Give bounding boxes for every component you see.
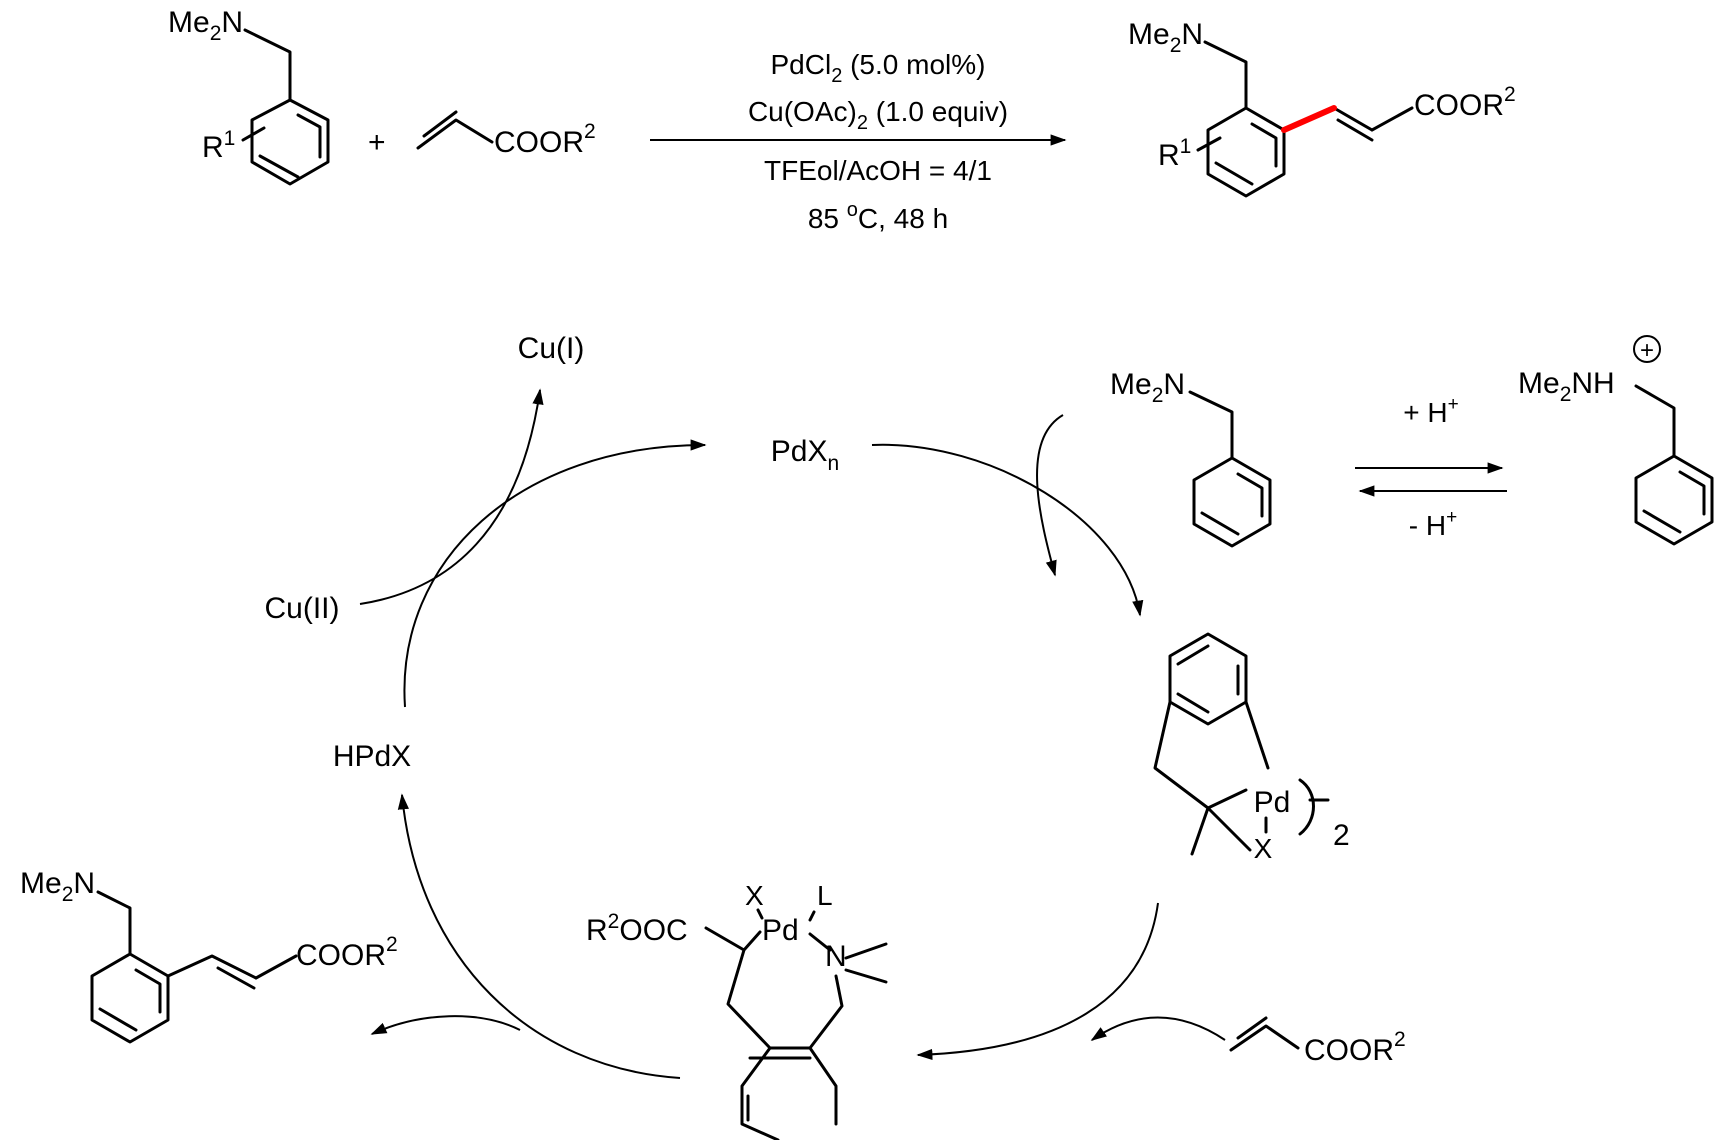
arc-hpdx-to-pdxn bbox=[403, 439, 707, 708]
hydride-label: HPdX bbox=[333, 740, 411, 773]
palladacycle-bonds bbox=[1153, 632, 1270, 856]
top-reactant-amine-label: Me2N bbox=[168, 6, 243, 45]
positive-charge-sign: + bbox=[1640, 337, 1654, 364]
intermediate-ester-label: R2OOC bbox=[586, 910, 688, 947]
plus-sign: + bbox=[368, 126, 386, 159]
arc-acrylate-entry bbox=[1090, 1016, 1226, 1041]
top-reactant-bonds bbox=[243, 28, 330, 186]
intermediate-bonds bbox=[704, 908, 888, 1140]
top-product-amine-label: Me2N bbox=[1128, 18, 1203, 57]
top-product: Me2N COOR2 R1 bbox=[1128, 18, 1516, 198]
protonation-equilibrium: + H+ - H+ bbox=[1355, 394, 1507, 541]
intermediate-x-label: X bbox=[745, 880, 764, 911]
top-reactant-benzylamine: Me2N R1 bbox=[168, 6, 330, 186]
catalytic-cycle-arcs bbox=[359, 388, 1226, 1079]
cycle-substrate-bonds bbox=[1188, 390, 1272, 548]
new-cc-bond bbox=[1281, 105, 1337, 133]
cycle-acrylate: COOR2 bbox=[1229, 1016, 1406, 1067]
cycle-acrylate-ester-label: COOR2 bbox=[1304, 1028, 1406, 1067]
top-reactant-r1-label: R1 bbox=[202, 127, 235, 164]
ammonium-bonds bbox=[1634, 384, 1714, 546]
intermediate-l-label: L bbox=[817, 880, 833, 911]
positive-charge-circle bbox=[1633, 335, 1661, 363]
top-acrylate: COOR2 bbox=[416, 110, 596, 159]
arc-insertion-to-hpdx bbox=[397, 793, 681, 1079]
cycle-substrate-benzylamine: Me2N bbox=[1110, 368, 1272, 548]
ammonium-label: Me2NH bbox=[1518, 367, 1615, 406]
palladacycle-x-label: X bbox=[1254, 833, 1273, 864]
cycle-acrylate-bonds bbox=[1229, 1016, 1300, 1052]
cycle-product: Me2N COOR2 bbox=[20, 867, 398, 1044]
cycle-product-ester-label: COOR2 bbox=[296, 933, 398, 972]
reaction-conditions: PdCl2 (5.0 mol%) Cu(OAc)2 (1.0 equiv) TF… bbox=[650, 49, 1067, 234]
arc-pdxn-to-palladacycle bbox=[871, 443, 1144, 617]
top-acrylate-ester-label: COOR2 bbox=[494, 120, 596, 159]
ammonium-benzylamine: Me2NH + bbox=[1518, 335, 1714, 546]
top-product-r1-label: R1 bbox=[1158, 135, 1191, 172]
condition-oxidant: Cu(OAc)2 (1.0 equiv) bbox=[748, 96, 1008, 134]
deprotonation-label: - H+ bbox=[1409, 507, 1457, 541]
dimer-subscript: 2 bbox=[1333, 819, 1350, 852]
cu-reduced-label: Cu(I) bbox=[518, 332, 585, 365]
intermediate-n-label: N bbox=[825, 940, 847, 973]
arc-palladacycle-to-insertion bbox=[916, 902, 1159, 1061]
palladacycle-dimer: Pd X 2 bbox=[1153, 632, 1350, 864]
cycle-substrate-amine-label: Me2N bbox=[1110, 368, 1185, 407]
pd-catalyst-label: PdXn bbox=[771, 435, 839, 475]
arc-copper-reoxidation bbox=[359, 388, 544, 605]
top-reactant-r1-bond bbox=[241, 126, 266, 142]
condition-solvent: TFEol/AcOH = 4/1 bbox=[764, 155, 992, 186]
intermediate-pd-label: Pd bbox=[762, 914, 799, 947]
insertion-intermediate: R2OOC X L Pd N bbox=[586, 880, 888, 1140]
cu-oxidized-label: Cu(II) bbox=[265, 592, 340, 625]
top-acrylate-bonds bbox=[416, 110, 494, 150]
protonation-label: + H+ bbox=[1403, 394, 1458, 428]
arc-substrate-entry bbox=[1036, 414, 1064, 577]
condition-temperature-time: 85 oC, 48 h bbox=[808, 199, 948, 234]
cycle-product-bonds bbox=[90, 890, 298, 1044]
top-product-ester-label: COOR2 bbox=[1414, 83, 1516, 122]
palladacycle-pd-label: Pd bbox=[1254, 786, 1291, 819]
arc-release-product bbox=[370, 1015, 521, 1035]
top-product-r1-bond bbox=[1196, 136, 1222, 152]
cycle-product-amine-label: Me2N bbox=[20, 867, 95, 906]
top-product-bonds bbox=[1203, 40, 1414, 198]
dimer-bracket bbox=[1298, 778, 1330, 836]
condition-catalyst: PdCl2 (5.0 mol%) bbox=[771, 49, 986, 87]
